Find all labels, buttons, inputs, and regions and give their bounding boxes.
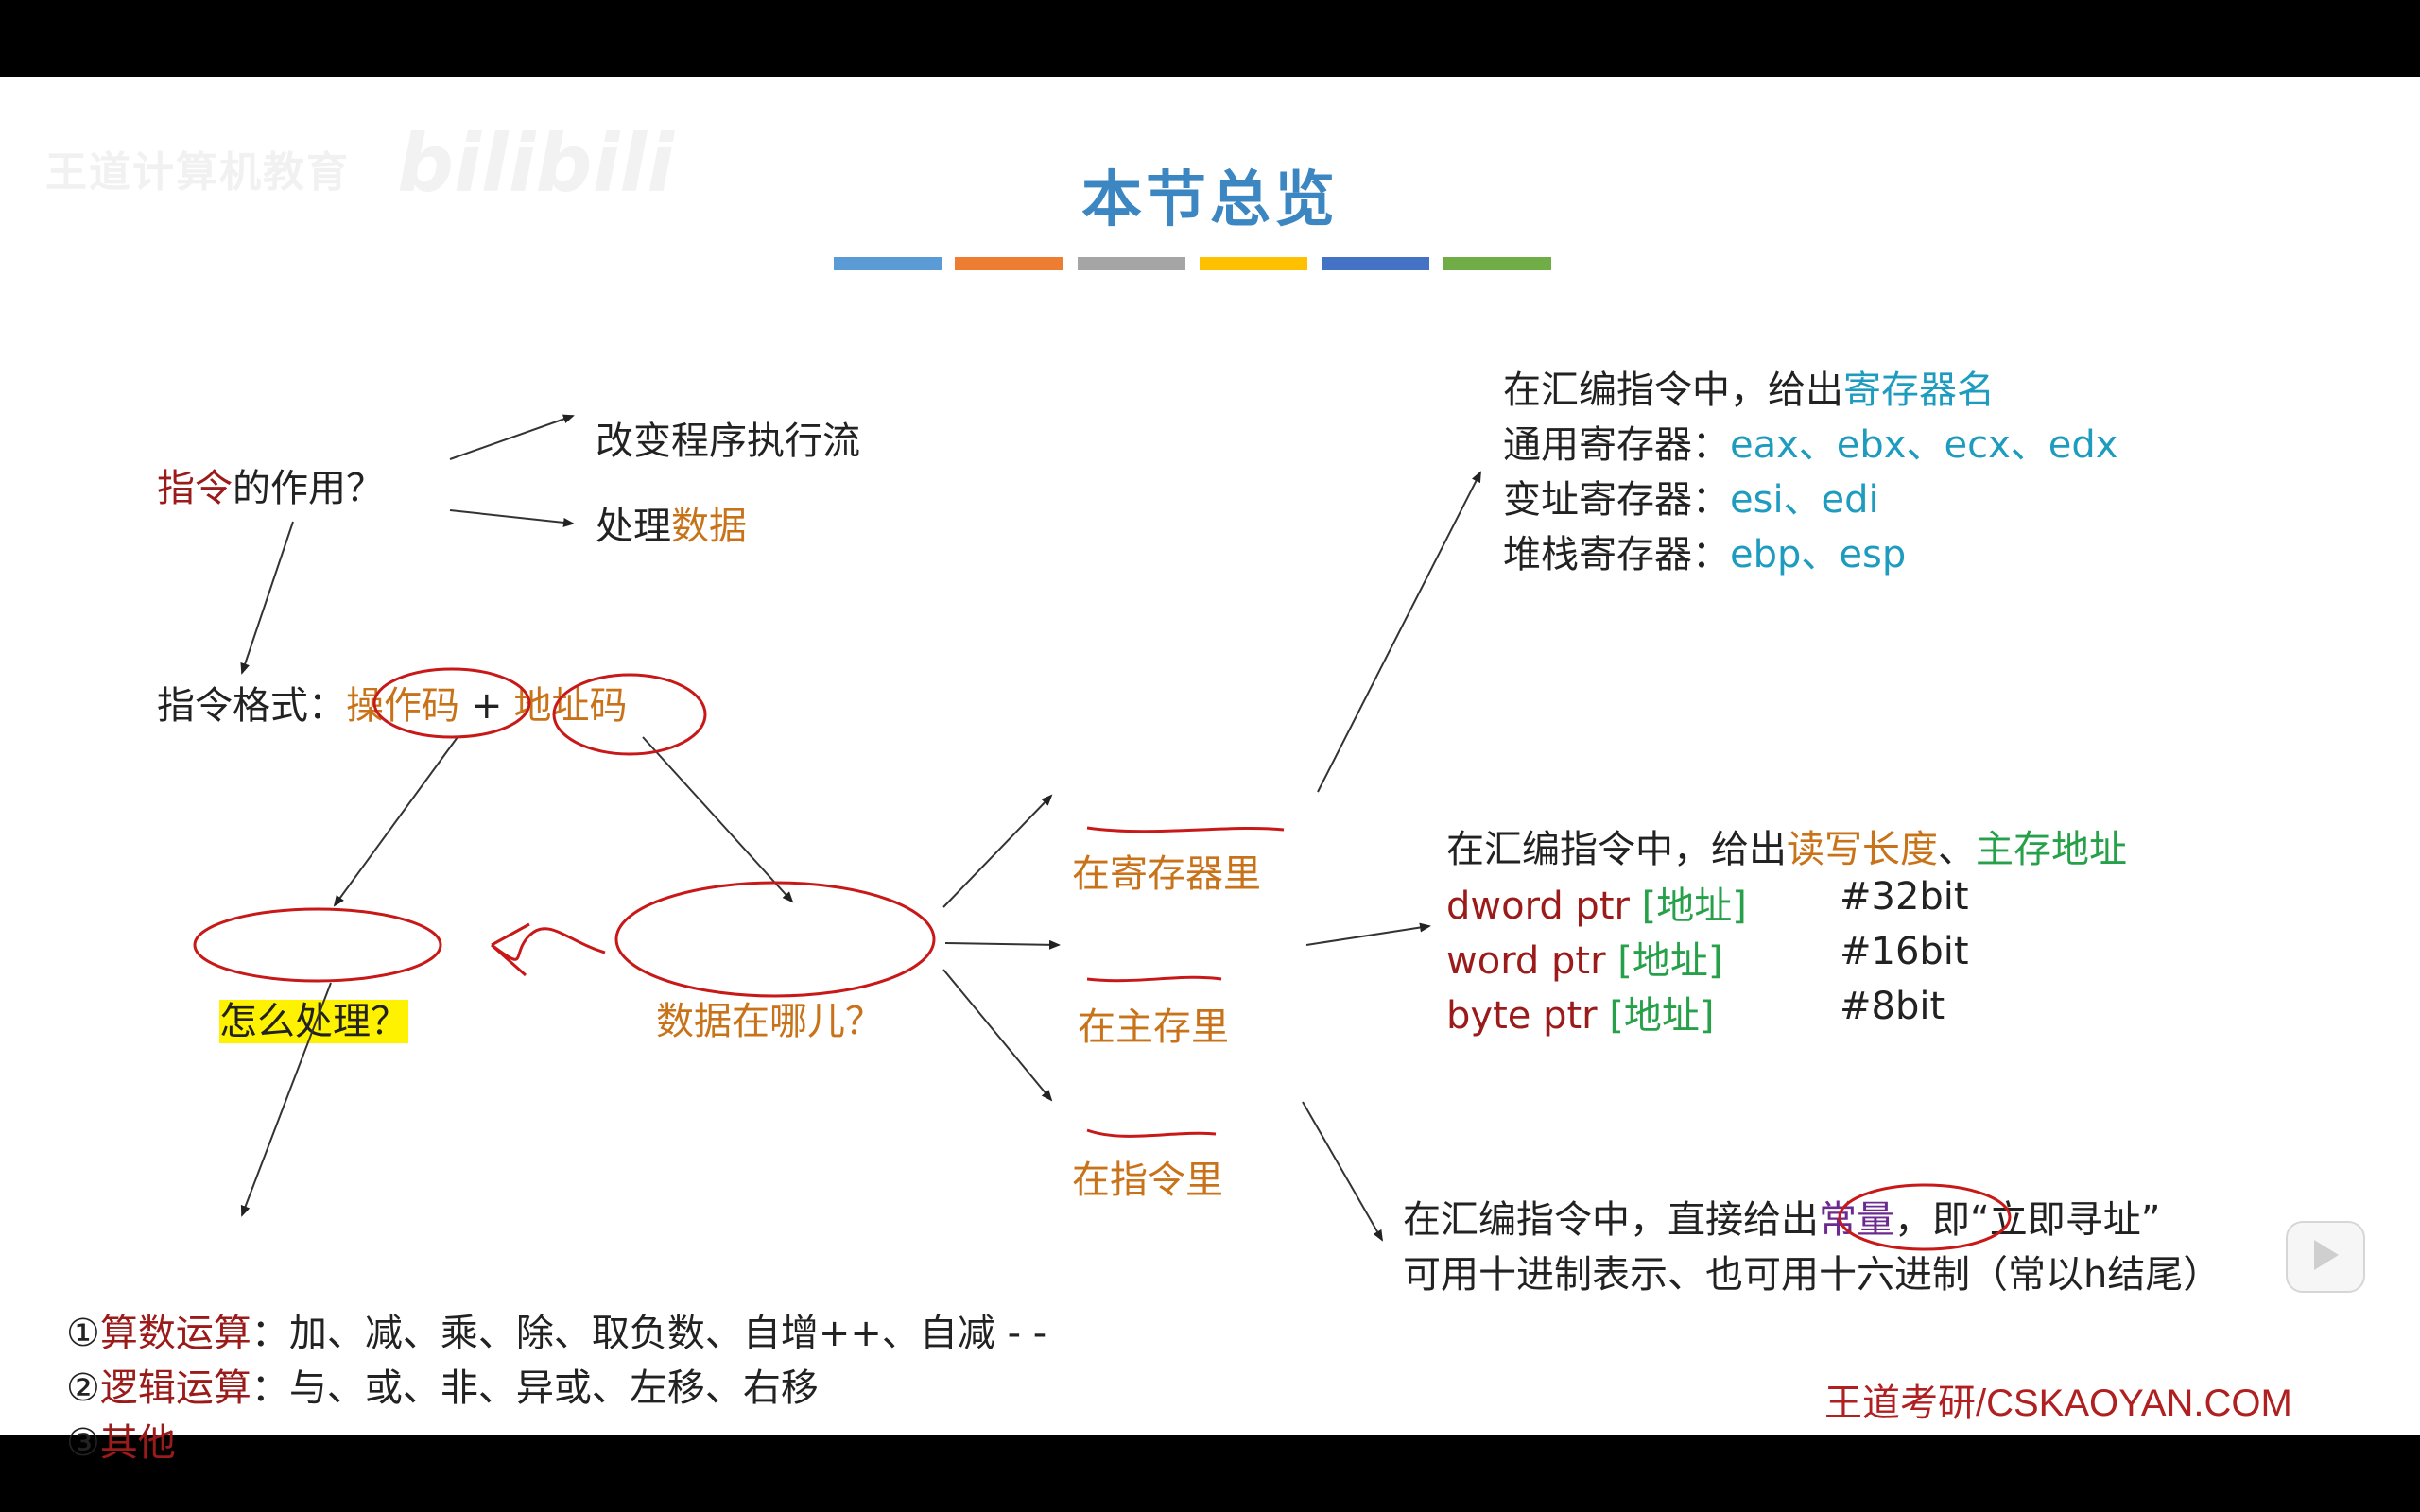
op-name: 其他 bbox=[99, 1421, 176, 1465]
plus-sign: + bbox=[471, 684, 503, 728]
color-bar bbox=[1078, 257, 1185, 270]
bits-text: #16bit bbox=[1840, 930, 1969, 973]
arrow-role-to-data bbox=[449, 509, 575, 527]
color-bar bbox=[1322, 257, 1429, 270]
const-keyword: 常量 bbox=[1819, 1198, 1894, 1242]
instruction-format: 指令格式：操作码 +地址码 bbox=[157, 675, 628, 730]
imm-line-1: 在汇编指令中，直接给出常量，即“立即寻址” bbox=[1403, 1189, 2160, 1244]
slide: 王道计算机教育 bilibili 本节总览 指令的作用？ 改变程序执行流 处理数… bbox=[0, 77, 2420, 1465]
circle-opcode bbox=[372, 667, 531, 739]
op-logic: ②逻辑运算：与、或、非、异或、左移、右移 bbox=[66, 1357, 819, 1412]
arrow-role-to-flow bbox=[449, 414, 575, 460]
bilibili-logo: bilibili bbox=[397, 117, 675, 210]
slide-title: 本节总览 bbox=[1081, 165, 1339, 235]
reg-values: esi、edi bbox=[1730, 478, 1879, 522]
mem-row: word ptr [地址] bbox=[1446, 930, 1723, 985]
arrow-reg-to-info bbox=[1317, 471, 1481, 793]
play-icon[interactable] bbox=[2286, 1221, 2365, 1293]
underline-reg bbox=[1086, 826, 1285, 833]
op-other: ③其他 bbox=[66, 1412, 176, 1467]
ptr-text: dword ptr bbox=[1446, 885, 1642, 928]
arrow-role-to-format bbox=[240, 521, 294, 675]
annotations bbox=[193, 667, 2012, 1251]
ptr-text: word ptr bbox=[1446, 939, 1618, 983]
reg-label: 堆栈寄存器： bbox=[1503, 533, 1730, 576]
change-flow-text: 改变程序执行流 bbox=[596, 420, 860, 463]
imm-prefix: 在汇编指令中，直接给出 bbox=[1403, 1198, 1819, 1242]
addr-text: [地址] bbox=[1641, 885, 1747, 928]
op-num: ① bbox=[66, 1312, 100, 1355]
arrow-addr-to-where bbox=[642, 736, 794, 903]
arrow-where-to-instr bbox=[942, 969, 1053, 1102]
watermark-brand: 王道计算机教育 bbox=[45, 148, 350, 197]
addr-text: [地址] bbox=[1617, 939, 1723, 983]
loc-register: 在寄存器里 bbox=[1072, 852, 1261, 896]
color-bar bbox=[955, 257, 1063, 270]
format-label: 指令格式： bbox=[157, 684, 346, 728]
op-name: 逻辑运算 bbox=[99, 1366, 251, 1410]
footer-credit: 王道考研/CSKAOYAN.COM bbox=[1824, 1383, 2292, 1424]
reg-index: 变址寄存器：esi、edi bbox=[1503, 469, 1879, 524]
op-desc: ：加、减、乘、除、取负数、自增++、自减 - - bbox=[251, 1312, 1047, 1355]
color-bar bbox=[834, 257, 942, 270]
reg-general: 通用寄存器：eax、ebx、ecx、edx bbox=[1503, 414, 2118, 469]
color-bar bbox=[1443, 257, 1551, 270]
arrow-how-to-ops bbox=[240, 982, 332, 1217]
instruction-role: 指令的作用？ bbox=[157, 457, 384, 512]
opcode-text: 操作码 bbox=[346, 684, 459, 728]
mem-prefix: 在汇编指令中，给出 bbox=[1446, 828, 1787, 871]
arrow-instr-to-info bbox=[1302, 1101, 1383, 1242]
reg-label: 变址寄存器： bbox=[1503, 478, 1730, 522]
arrow-mem-to-info bbox=[1305, 922, 1431, 946]
op-name: 算数运算 bbox=[99, 1312, 251, 1355]
role-question: 的作用？ bbox=[233, 467, 384, 510]
instruction-keyword: 指令 bbox=[157, 467, 233, 510]
circle-how bbox=[193, 907, 442, 983]
reg-label: 通用寄存器： bbox=[1503, 423, 1730, 467]
mem-line-1: 在汇编指令中，给出读写长度、主存地址 bbox=[1446, 818, 2127, 873]
reg-keyword: 寄存器名 bbox=[1843, 369, 1995, 412]
process-prefix: 处理 bbox=[596, 505, 671, 548]
mem-key-length: 读写长度 bbox=[1787, 828, 1938, 871]
squiggle-arrow bbox=[491, 922, 606, 977]
circle-const bbox=[1838, 1183, 2012, 1251]
mem-row: byte ptr [地址] bbox=[1446, 985, 1715, 1040]
arrow-where-to-mem bbox=[944, 939, 1061, 950]
process-data-text: 处理数据 bbox=[596, 495, 747, 550]
op-desc: ：与、或、非、异或、左移、右移 bbox=[251, 1366, 819, 1410]
loc-instruction: 在指令里 bbox=[1072, 1159, 1223, 1202]
op-num: ③ bbox=[66, 1421, 100, 1465]
underline-mem bbox=[1086, 975, 1222, 983]
how-text: 怎么处理？ bbox=[219, 1000, 408, 1043]
loc-memory: 在主存里 bbox=[1078, 1005, 1229, 1049]
arrow-where-to-reg bbox=[942, 794, 1053, 908]
mem-row: dword ptr [地址] bbox=[1446, 875, 1747, 930]
addr-text: [地址] bbox=[1609, 994, 1715, 1038]
mem-key-address: 主存地址 bbox=[1976, 828, 2127, 871]
reg-stack: 堆栈寄存器：ebp、esp bbox=[1503, 524, 1906, 578]
circle-addrcode bbox=[552, 673, 707, 756]
how-to-process: 怎么处理？ bbox=[219, 990, 408, 1045]
reg-line-1: 在汇编指令中，给出寄存器名 bbox=[1503, 359, 1995, 414]
underline-instr bbox=[1086, 1128, 1217, 1138]
where-is-data: 数据在哪儿？ bbox=[656, 1000, 883, 1043]
reg-values: eax、ebx、ecx、edx bbox=[1730, 423, 2118, 467]
op-arith: ①算数运算：加、减、乘、除、取负数、自增++、自减 - - bbox=[66, 1302, 1046, 1357]
ptr-text: byte ptr bbox=[1446, 994, 1610, 1038]
imm-suffix: ，即“立即寻址” bbox=[1894, 1198, 2161, 1242]
arrow-opcode-to-how bbox=[333, 736, 458, 907]
data-keyword: 数据 bbox=[671, 505, 747, 548]
bits-text: #8bit bbox=[1840, 985, 1945, 1028]
reg-prefix: 在汇编指令中，给出 bbox=[1503, 369, 1843, 412]
mem-sep: 、 bbox=[1938, 828, 1976, 871]
op-num: ② bbox=[66, 1366, 100, 1410]
addrcode-text: 地址码 bbox=[513, 684, 628, 728]
reg-values: ebp、esp bbox=[1730, 533, 1907, 576]
color-bar bbox=[1200, 257, 1307, 270]
circle-where bbox=[614, 881, 936, 998]
imm-line-2: 可用十进制表示、也可用十六进制（常以h结尾） bbox=[1403, 1253, 2221, 1297]
bits-text: #32bit bbox=[1840, 875, 1969, 919]
